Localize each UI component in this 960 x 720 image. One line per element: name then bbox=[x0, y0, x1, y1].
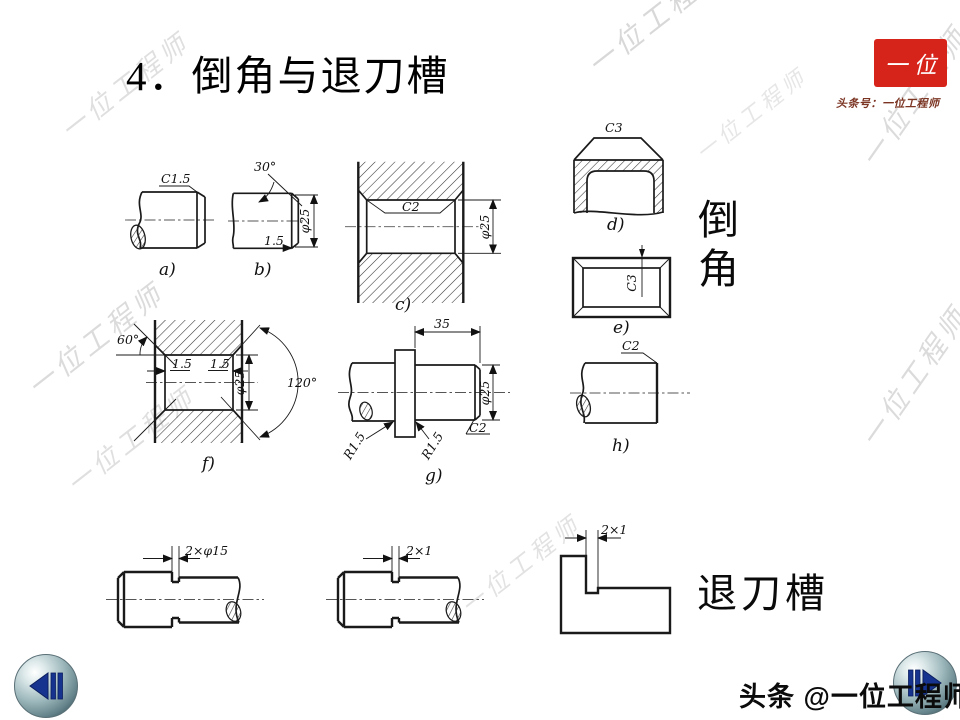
figure-h-drawing: C2 h) bbox=[570, 338, 690, 456]
figure-undercut-2-drawing: 2×1 bbox=[326, 543, 484, 629]
groove-dim-label: 2×1 bbox=[405, 543, 432, 558]
watermark: 一位工程师 bbox=[581, 0, 732, 82]
figure-label: g) bbox=[425, 466, 443, 486]
figure-b-drawing: 30° 1.5 φ25 b) bbox=[228, 159, 318, 280]
angle-dim-label: 30° bbox=[254, 159, 276, 174]
figure-label: f) bbox=[200, 454, 215, 474]
figure-undercut-1-drawing: 2×φ15 bbox=[106, 543, 264, 629]
watermark: 一位工程师 bbox=[854, 299, 960, 454]
depth-dim-label: 1.5 bbox=[210, 356, 230, 371]
diameter-dim-label: φ25 bbox=[477, 381, 492, 406]
logo-text: 一位 bbox=[884, 53, 943, 79]
fillet-dim-label: R1.5 bbox=[418, 429, 447, 463]
figure-undercut-3: 2×1 bbox=[543, 503, 728, 653]
logo-badge: 一位 bbox=[874, 39, 947, 87]
diameter-dim-label: φ25 bbox=[297, 209, 312, 234]
figure-undercut-2: 2×1 bbox=[308, 518, 503, 648]
chamfer-dim-label: C3 bbox=[624, 274, 639, 292]
depth-dim-label: 1.5 bbox=[264, 233, 284, 248]
depth-dim-label: 1.5 bbox=[172, 356, 192, 371]
diameter-dim-label: φ25 bbox=[232, 371, 247, 396]
chamfer-section-label: 倒角 bbox=[698, 197, 739, 292]
figure-e: C3 e) bbox=[558, 243, 708, 343]
figure-f-drawing: 60° 1.5 1.5 φ25 120° f) bbox=[116, 320, 317, 474]
figure-h: C2 h) bbox=[553, 333, 713, 463]
next-slide-icon bbox=[908, 669, 942, 697]
angle-dim-label: 60° bbox=[117, 332, 139, 347]
groove-dim-label: 2×1 bbox=[600, 522, 627, 537]
figure-g-drawing: 35 φ25 R1.5 R1.5 C2 g) bbox=[338, 316, 510, 486]
chamfer-dim-label: C2 bbox=[622, 338, 640, 353]
figure-label: a) bbox=[159, 260, 176, 280]
chamfer-dim-label: C2 bbox=[469, 420, 487, 435]
figure-g: 35 φ25 R1.5 R1.5 C2 g) bbox=[328, 312, 533, 487]
groove-dim-label: 2×φ15 bbox=[184, 543, 228, 558]
figure-a-drawing: C1.5 a) bbox=[125, 171, 215, 280]
figure-label: c) bbox=[395, 295, 411, 315]
figure-d: C3 d) bbox=[553, 113, 708, 238]
next-slide-button[interactable] bbox=[893, 651, 957, 715]
figure-undercut-1: 2×φ15 bbox=[88, 518, 283, 648]
length-dim-label: 35 bbox=[434, 316, 450, 331]
diameter-dim-label: φ25 bbox=[477, 215, 492, 240]
figure-label: b) bbox=[254, 260, 272, 280]
figure-c-drawing: C2 φ25 c) bbox=[345, 161, 501, 315]
logo-caption: 头条号：一位工程师 bbox=[836, 97, 940, 110]
figure-label: e) bbox=[613, 318, 630, 338]
prev-slide-button[interactable] bbox=[14, 654, 78, 718]
prev-slide-icon bbox=[29, 672, 63, 700]
chamfer-dim-label: C2 bbox=[402, 199, 420, 214]
figure-e-drawing: C3 e) bbox=[571, 245, 672, 338]
figure-label: d) bbox=[607, 215, 625, 235]
footer-account-text: 头条 @一位工程师 bbox=[739, 682, 960, 712]
chamfer-dim-label: C3 bbox=[605, 120, 623, 135]
fillet-dim-label: R1.5 bbox=[340, 429, 369, 463]
figure-label: h) bbox=[612, 436, 630, 456]
figure-b: 30° 1.5 φ25 b) bbox=[228, 138, 338, 294]
undercut-section-label: 退刀槽 bbox=[697, 571, 829, 616]
figure-d-drawing: C3 d) bbox=[573, 120, 664, 235]
figure-c: C2 φ25 c) bbox=[345, 152, 523, 320]
figure-undercut-3-drawing: 2×1 bbox=[559, 522, 672, 635]
figure-f: 60° 1.5 1.5 φ25 120° f) bbox=[98, 298, 317, 483]
figure-a: C1.5 a) bbox=[103, 150, 235, 282]
chamfer-dim-label: C1.5 bbox=[161, 171, 190, 186]
page-title: 4．倒角与退刀槽 bbox=[126, 53, 450, 99]
angle-dim-label: 120° bbox=[287, 375, 317, 390]
